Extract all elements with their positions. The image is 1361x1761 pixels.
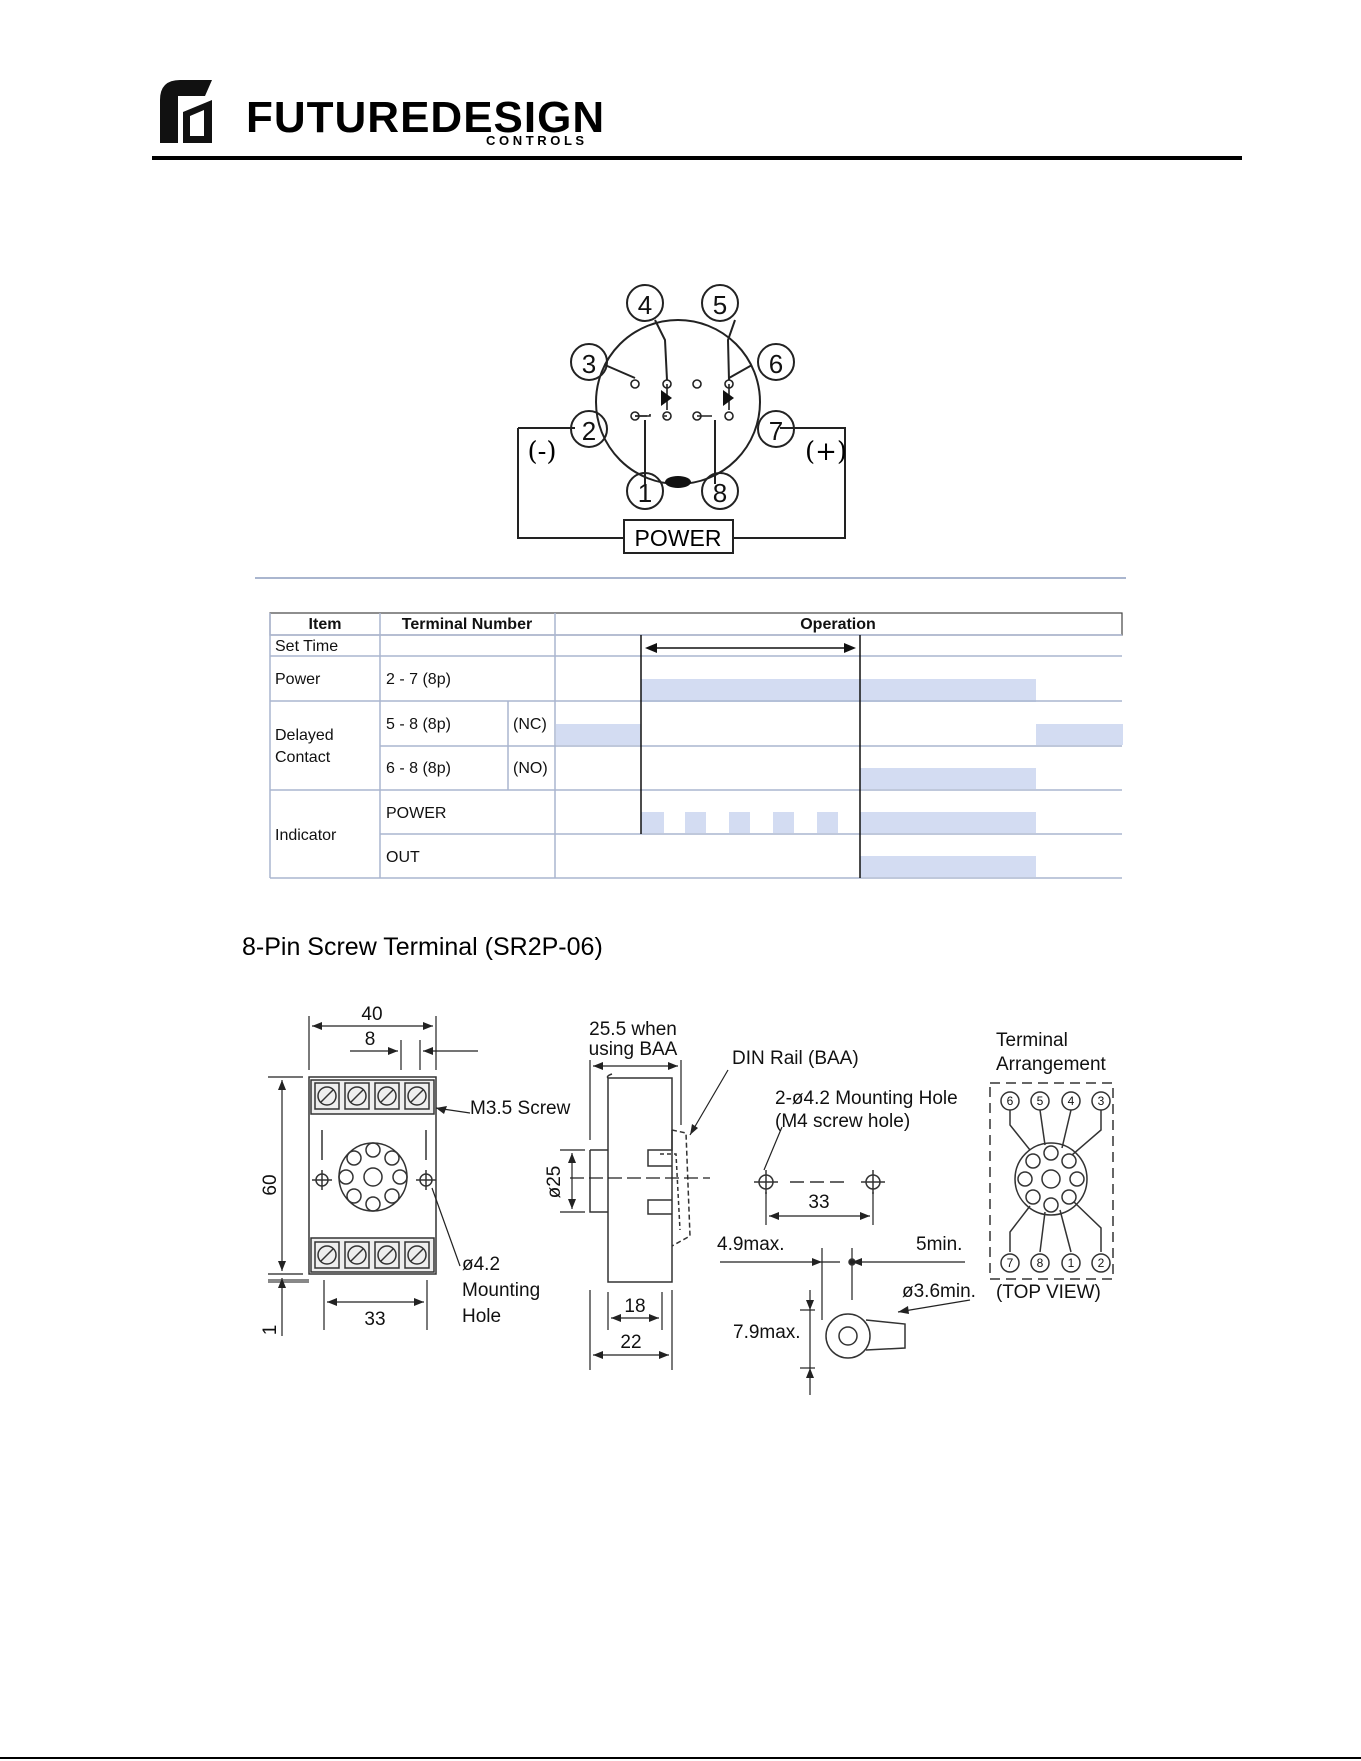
hole-label-1: ø4.2 bbox=[462, 1254, 500, 1275]
dim-8: 8 bbox=[365, 1029, 376, 1050]
dim-33-mount: 33 bbox=[808, 1192, 829, 1213]
minus-label: (-) bbox=[527, 437, 556, 467]
max49-label: 4.9max. bbox=[717, 1234, 785, 1255]
min5-label: 5min. bbox=[916, 1234, 962, 1255]
company-logo: FUTUREDESIGN C O N T R O L S bbox=[160, 80, 605, 148]
term-bottom-8: 8 bbox=[1037, 1256, 1044, 1270]
dim-33-bottom: 33 bbox=[364, 1309, 385, 1330]
nc-bar-start bbox=[556, 724, 641, 745]
timing-table: Item Terminal Number Operation Set Time … bbox=[269, 612, 1123, 879]
side-dim-arrows bbox=[568, 1062, 698, 1359]
screw-icons-top bbox=[314, 1082, 430, 1110]
nc-type: (NC) bbox=[513, 716, 547, 733]
plus-label: (+) bbox=[805, 437, 847, 467]
term-top-6: 6 bbox=[1007, 1094, 1014, 1108]
logo-main-text: FUTUREDESIGN bbox=[246, 93, 605, 142]
pin-7-label: 7 bbox=[769, 416, 783, 446]
logo-mark-icon bbox=[160, 80, 212, 143]
front-dim-arrows bbox=[278, 1022, 447, 1306]
term-top-5: 5 bbox=[1037, 1094, 1044, 1108]
section-title: 8-Pin Screw Terminal (SR2P-06) bbox=[242, 933, 603, 961]
baa-label-1: 25.5 when bbox=[589, 1019, 677, 1040]
blink-4 bbox=[773, 812, 794, 833]
no-bar bbox=[860, 768, 1036, 789]
min36-label: ø3.6min. bbox=[902, 1281, 976, 1302]
pin-1-label: 1 bbox=[638, 478, 652, 508]
indicator-out: OUT bbox=[386, 849, 420, 866]
term-bottom-2: 2 bbox=[1098, 1256, 1105, 1270]
dim-1: 1 bbox=[260, 1325, 281, 1336]
blink-5 bbox=[817, 812, 838, 833]
dim-22: 22 bbox=[620, 1332, 641, 1353]
no-terminal: 6 - 8 (8p) bbox=[386, 760, 451, 777]
indicator-out-bar bbox=[860, 856, 1036, 877]
term-bottom-7: 7 bbox=[1007, 1256, 1014, 1270]
row-delayed-2: Contact bbox=[275, 749, 331, 766]
m35-screw-label: M3.5 Screw bbox=[470, 1098, 571, 1119]
key-notch bbox=[665, 476, 691, 488]
nc-bar-end bbox=[1036, 724, 1123, 745]
no-type: (NO) bbox=[513, 760, 548, 777]
max79-label: 7.9max. bbox=[733, 1322, 801, 1343]
relay-contacts bbox=[630, 379, 734, 421]
dim-60: 60 bbox=[260, 1174, 281, 1195]
socket-side-view bbox=[560, 1060, 729, 1370]
dia25-label: ø25 bbox=[544, 1166, 565, 1199]
mounting-hole-detail bbox=[720, 1126, 971, 1395]
pin-6-label: 6 bbox=[769, 349, 783, 379]
dim-18: 18 bbox=[624, 1296, 645, 1317]
pin-4-label: 4 bbox=[638, 290, 652, 320]
relay-base-circle bbox=[595, 319, 761, 485]
terminal-label-2: Arrangement bbox=[996, 1054, 1107, 1075]
din-rail-label: DIN Rail (BAA) bbox=[732, 1048, 859, 1069]
header-terminal: Terminal Number bbox=[402, 616, 532, 633]
row-power-terminal: 2 - 7 (8p) bbox=[386, 671, 451, 688]
timing-bars bbox=[556, 679, 1123, 877]
baa-label-2: using BAA bbox=[589, 1039, 678, 1060]
header-item: Item bbox=[309, 616, 342, 633]
logo-sub-text: C O N T R O L S bbox=[486, 133, 584, 148]
contact-arrow-left bbox=[661, 390, 672, 406]
screw-icons-bottom bbox=[314, 1241, 430, 1269]
row-delayed-1: Delayed bbox=[275, 727, 334, 744]
power-bar bbox=[641, 679, 1036, 702]
pin-8-label: 8 bbox=[713, 478, 727, 508]
relay-wiring-diagram bbox=[517, 284, 846, 554]
indicator-power: POWER bbox=[386, 805, 446, 822]
power-box bbox=[623, 519, 734, 554]
power-label: POWER bbox=[635, 525, 722, 551]
row-set-time: Set Time bbox=[275, 638, 338, 655]
dim-40: 40 bbox=[361, 1004, 382, 1025]
pin-3-label: 3 bbox=[582, 349, 596, 379]
row-indicator: Indicator bbox=[275, 827, 337, 844]
term-top-3: 3 bbox=[1098, 1094, 1105, 1108]
term-bottom-1: 1 bbox=[1068, 1256, 1075, 1270]
mount-dim-arrows bbox=[769, 1212, 909, 1378]
row-power: Power bbox=[275, 671, 321, 688]
pin-circles bbox=[570, 284, 795, 510]
blink-1 bbox=[641, 812, 664, 833]
mount-hole-label-2: (M4 screw hole) bbox=[775, 1111, 910, 1132]
terminal-socket-holes bbox=[1017, 1145, 1085, 1213]
terminal-number-circles bbox=[1000, 1091, 1111, 1273]
header-operation: Operation bbox=[800, 616, 876, 633]
blink-3 bbox=[729, 812, 750, 833]
top-view-label: (TOP VIEW) bbox=[996, 1282, 1101, 1303]
terminal-arrangement bbox=[989, 1082, 1114, 1280]
terminal-label-1: Terminal bbox=[996, 1030, 1068, 1051]
pin-2-label: 2 bbox=[582, 416, 596, 446]
socket-pin-holes bbox=[338, 1142, 408, 1212]
term-top-4: 4 bbox=[1068, 1094, 1075, 1108]
pin-5-label: 5 bbox=[713, 290, 727, 320]
blink-2 bbox=[685, 812, 706, 833]
socket-front-view bbox=[268, 1016, 478, 1336]
mount-hole-label-1: 2-ø4.2 Mounting Hole bbox=[775, 1088, 958, 1109]
nc-terminal: 5 - 8 (8p) bbox=[386, 716, 451, 733]
contact-arrow-right bbox=[723, 390, 734, 406]
hole-label-2: Mounting bbox=[462, 1280, 540, 1301]
indicator-power-bar bbox=[860, 812, 1036, 833]
hole-label-3: Hole bbox=[462, 1306, 501, 1327]
